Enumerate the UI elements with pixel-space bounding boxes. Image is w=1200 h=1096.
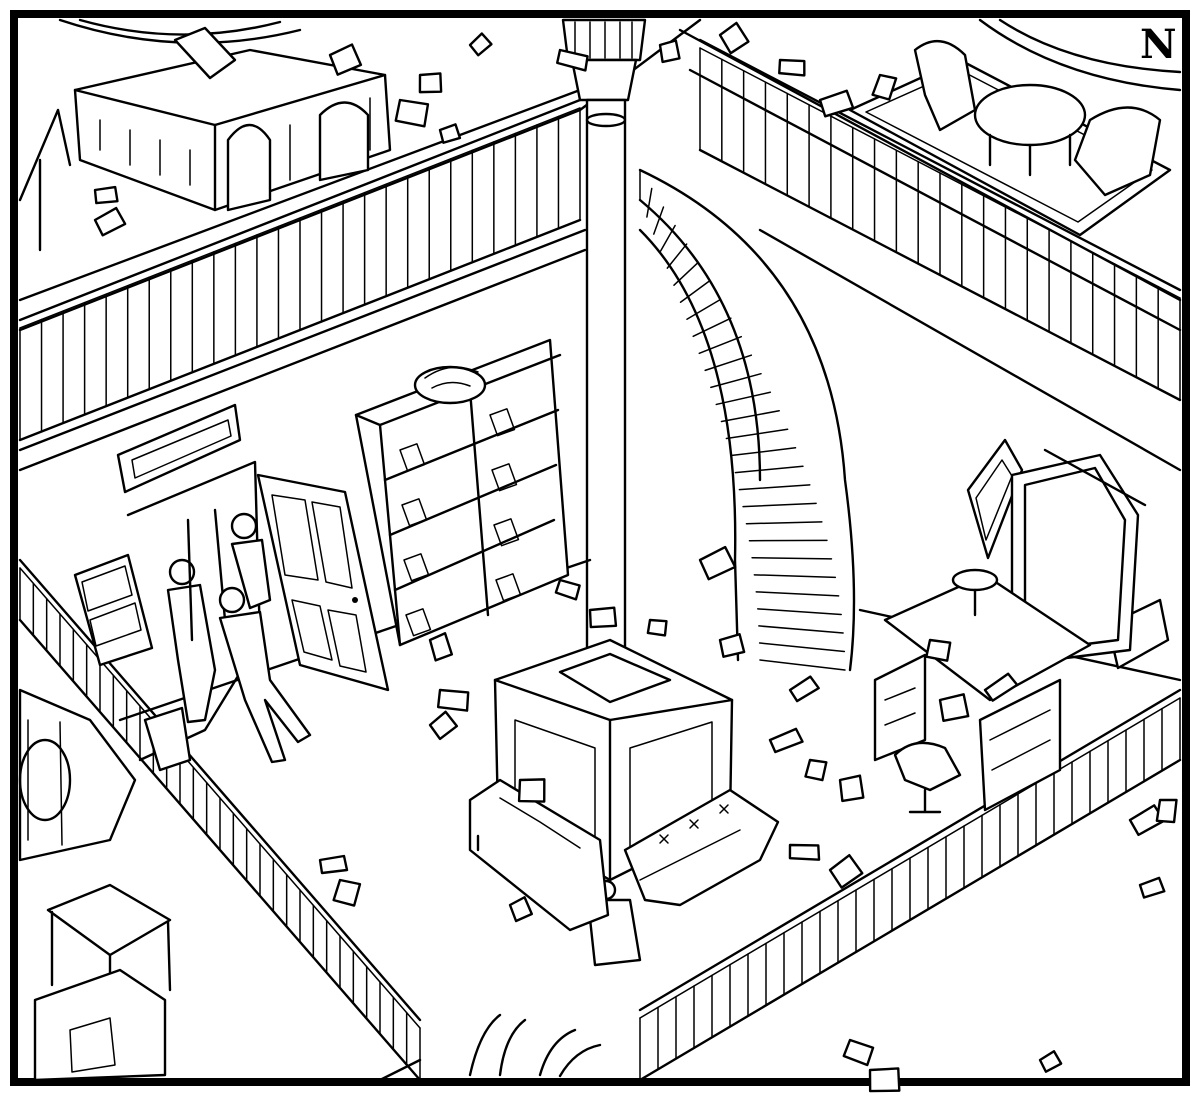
printing-machine: [18, 688, 137, 862]
machine-press: [33, 968, 167, 1082]
desk-lamp: [951, 568, 999, 617]
round-table[interactable]: [973, 83, 1087, 177]
armchair-left[interactable]: [913, 40, 977, 132]
wall-window-left: [73, 553, 154, 667]
armchair-right[interactable]: [1073, 106, 1162, 197]
desk-chair[interactable]: [173, 26, 237, 80]
reception-desk[interactable]: [73, 26, 392, 212]
easel: [18, 108, 72, 252]
upper-left-railing[interactable]: [18, 98, 582, 442]
lower-stairwell: [378, 1058, 422, 1082]
trash-bin[interactable]: [143, 706, 192, 772]
spiral-staircase[interactable]: [638, 168, 856, 672]
gallery-chair-2[interactable]: [318, 101, 370, 182]
office-chair[interactable]: [893, 741, 962, 814]
upper-right-railing[interactable]: [698, 38, 1182, 402]
transom-window: [116, 403, 242, 494]
clock-face-right: N: [978, 18, 1182, 92]
person-foreground[interactable]: [218, 586, 312, 764]
central-pipe: [561, 18, 647, 702]
potted-plant: [468, 1013, 602, 1078]
skeleton-trophy: [413, 365, 487, 405]
bookshelf[interactable]: [354, 338, 570, 647]
lower-right-railing[interactable]: [638, 688, 1182, 1082]
guard-left[interactable]: [166, 518, 217, 724]
tool-table[interactable]: [46, 883, 172, 1017]
gallery-chair-1[interactable]: [226, 123, 272, 212]
sofa-right[interactable]: [623, 788, 780, 907]
scattered-papers: [93, 21, 1178, 1093]
clock-numeral: N: [1140, 21, 1177, 68]
sofa-left[interactable]: [468, 778, 610, 932]
writing-desk[interactable]: [873, 573, 1092, 812]
lower-left-railing[interactable]: [18, 558, 422, 1082]
